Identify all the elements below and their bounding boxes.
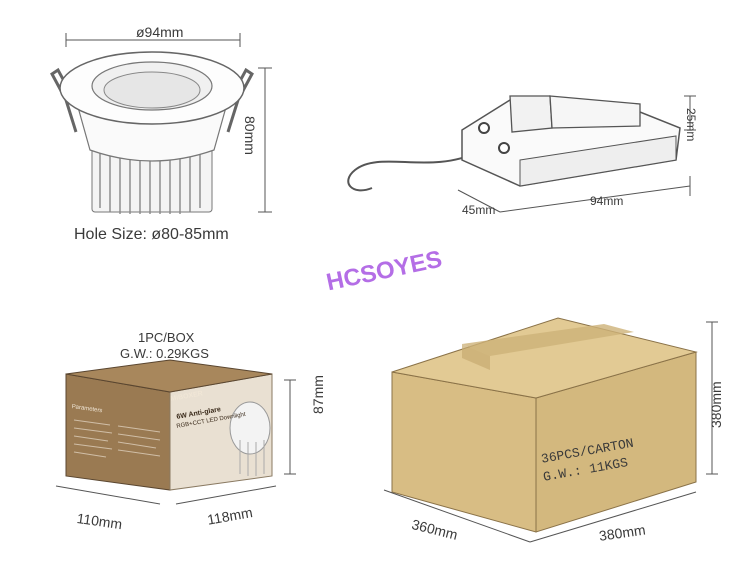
small-box-drawing: [55, 359, 296, 505]
driver-drawing: [347, 95, 696, 213]
carton-drawing: [383, 317, 718, 543]
small-box-height-label: 87mm: [310, 375, 326, 414]
downlight-height-label: 80mm: [242, 116, 258, 155]
small-box-weight: G.W.: 0.29KGS: [120, 346, 209, 361]
downlight-drawing: [50, 33, 272, 214]
carton-height-label: 380mm: [708, 381, 724, 428]
driver-length-label: 94mm: [590, 194, 624, 208]
small-box-quantity: 1PC/BOX: [138, 330, 195, 345]
driver-width-label: 45mm: [462, 203, 496, 217]
downlight-width-label: ø94mm: [136, 24, 184, 40]
driver-height-label: 25mm: [684, 108, 698, 142]
hole-size-label: Hole Size: ø80-85mm: [74, 226, 229, 243]
